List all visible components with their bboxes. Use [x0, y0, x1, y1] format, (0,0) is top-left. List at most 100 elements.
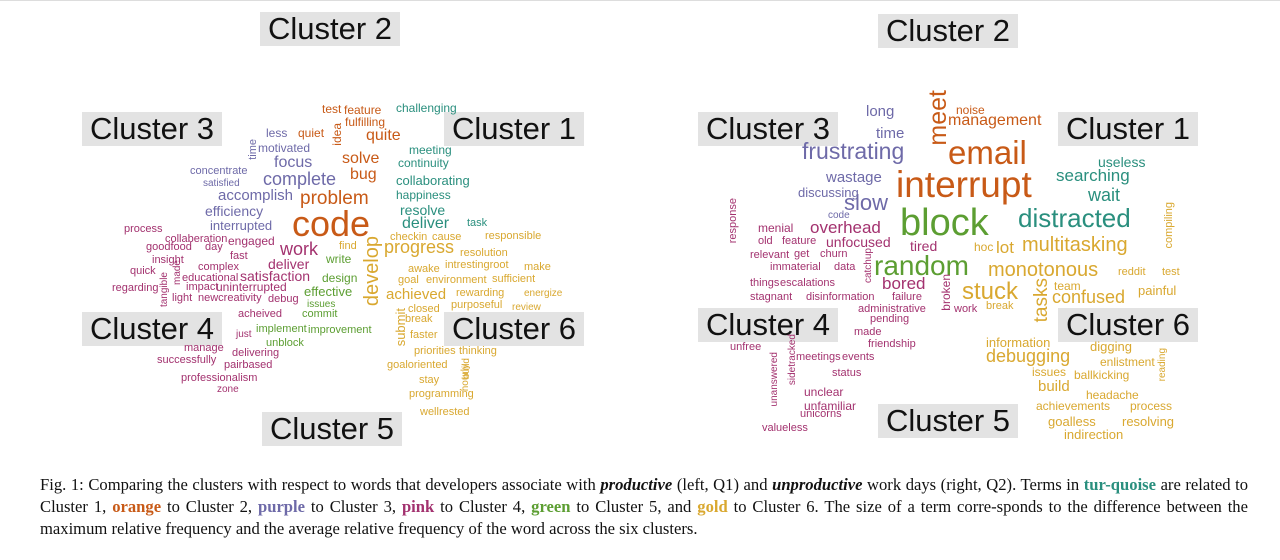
- cloud-word: delivering: [232, 347, 280, 359]
- cloud-word: time: [247, 139, 259, 160]
- cloud-word: immaterial: [770, 261, 821, 273]
- cloud-word: frustrating: [802, 138, 905, 164]
- cloud-word: pending: [870, 313, 910, 325]
- cluster-label: Cluster 3: [82, 112, 223, 146]
- cloud-word: zone: [217, 384, 239, 395]
- cloud-word: work: [954, 303, 978, 315]
- cloud-word: quick: [130, 265, 156, 277]
- cloud-word: just: [236, 329, 252, 340]
- cloud-word: enlistment: [1100, 355, 1155, 369]
- cloud-word: resolution: [460, 247, 508, 259]
- cloud-word: idea: [330, 123, 344, 146]
- caption-purple: purple: [257, 497, 306, 516]
- cloud-word: impact: [186, 281, 219, 293]
- caption-text: to Cluster 6. The size of a term corre-s…: [40, 497, 1248, 538]
- cloud-word: task: [467, 217, 488, 229]
- cloud-word: day: [205, 241, 223, 253]
- cloud-word: wait: [1088, 185, 1121, 205]
- cloud-word: feature: [782, 235, 817, 247]
- cloud-word: complete: [263, 169, 337, 189]
- cloud-word: accomplish: [218, 187, 294, 204]
- cloud-word: status: [832, 367, 862, 379]
- cloud-word: bug: [350, 166, 377, 183]
- cloud-word: educational: [182, 272, 239, 284]
- cloud-word: thinking: [459, 345, 497, 357]
- cloud-word: happiness: [396, 188, 451, 202]
- cloud-word: issues: [1032, 365, 1067, 379]
- cloud-word: deliver: [402, 215, 450, 232]
- cloud-word: process: [124, 223, 163, 235]
- cloud-word: pairbased: [224, 359, 273, 371]
- cloud-word: improvement: [308, 324, 372, 336]
- cloud-word: satisfaction: [240, 268, 311, 284]
- cloud-word: email: [948, 134, 1027, 171]
- cloud-word: goaloriented: [387, 359, 448, 371]
- cloud-word: solve: [342, 150, 380, 167]
- cluster-label: Cluster 4: [82, 312, 223, 346]
- cluster-label: Cluster 2: [878, 14, 1019, 48]
- cloud-word: build: [1038, 378, 1070, 395]
- cloud-word: useless: [1098, 154, 1146, 170]
- cloud-word: manage: [184, 342, 224, 354]
- cloud-word: unicorns: [800, 408, 842, 420]
- cloud-word: resolving: [1122, 414, 1175, 429]
- cloud-word: broken: [939, 274, 953, 311]
- cloud-word: intrestingroot: [445, 259, 509, 271]
- cloud-word: debug: [268, 293, 299, 305]
- cloud-word: disinformation: [806, 291, 875, 303]
- cloud-word: progress: [384, 237, 455, 257]
- cloud-word: test: [322, 102, 342, 116]
- cloud-word: break: [986, 300, 1014, 312]
- cloud-word: administrative: [858, 303, 926, 315]
- cluster-label: Cluster 1: [1058, 112, 1199, 146]
- cloud-word: complex: [198, 261, 239, 273]
- cloud-word: responsible: [485, 230, 542, 242]
- cloud-word: monotonous: [988, 259, 1099, 281]
- cloud-word: ballkicking: [1074, 368, 1130, 382]
- cloud-word: indirection: [1064, 427, 1124, 442]
- cloud-word: information: [986, 335, 1051, 350]
- cloud-word: environment: [426, 274, 487, 286]
- cloud-word: insight: [152, 254, 184, 266]
- cloud-word: motivated: [258, 141, 311, 155]
- cloud-word: make: [524, 261, 551, 273]
- cluster-label: Cluster 1: [444, 112, 585, 146]
- cloud-word: process: [1130, 399, 1173, 413]
- cloud-word: long: [866, 103, 895, 120]
- cloud-word: implement: [256, 323, 307, 335]
- cloud-word: sufficient: [492, 273, 536, 285]
- cloud-word: slow: [844, 190, 889, 215]
- figure-caption: Fig. 1: Comparing the clusters with resp…: [40, 474, 1248, 540]
- cloud-word: searching: [1056, 166, 1130, 185]
- cloud-word: failure: [892, 291, 922, 303]
- cloud-word: relevant: [750, 249, 790, 261]
- cloud-word: develop: [361, 236, 383, 307]
- cloud-word: time: [876, 125, 905, 142]
- cloud-word: newcreativity: [198, 292, 262, 304]
- cloud-word: tasks: [1031, 278, 1052, 323]
- cloud-word: purposeful: [451, 299, 503, 311]
- cloud-word: bored: [882, 274, 926, 293]
- cloud-word: tangible: [159, 272, 170, 308]
- cloud-word: unfree: [730, 341, 762, 353]
- cloud-word: collaborating: [396, 173, 470, 188]
- cloud-word: unfamiliar: [804, 399, 857, 413]
- cloud-word: design: [322, 271, 358, 285]
- cloud-word: headache: [1086, 388, 1139, 402]
- cloud-word: reddit: [1118, 266, 1146, 278]
- cloud-word: focus: [274, 154, 313, 171]
- cluster-label: Cluster 6: [1058, 308, 1199, 342]
- cloud-word: multitasking: [1022, 234, 1128, 256]
- cloud-word: submit: [393, 308, 408, 347]
- cloud-word: priorities: [414, 345, 456, 357]
- cloud-word: get: [794, 248, 810, 260]
- cloud-word: reading: [1157, 348, 1168, 382]
- caption-text: Fig. 1: Comparing the clusters with resp…: [40, 475, 601, 494]
- cloud-word: acheived: [238, 308, 283, 320]
- cloud-word: compiling: [1163, 202, 1175, 249]
- cloud-word: feature: [344, 103, 382, 117]
- cloud-word: digging: [1090, 339, 1132, 354]
- cloud-word: professionalism: [181, 372, 258, 384]
